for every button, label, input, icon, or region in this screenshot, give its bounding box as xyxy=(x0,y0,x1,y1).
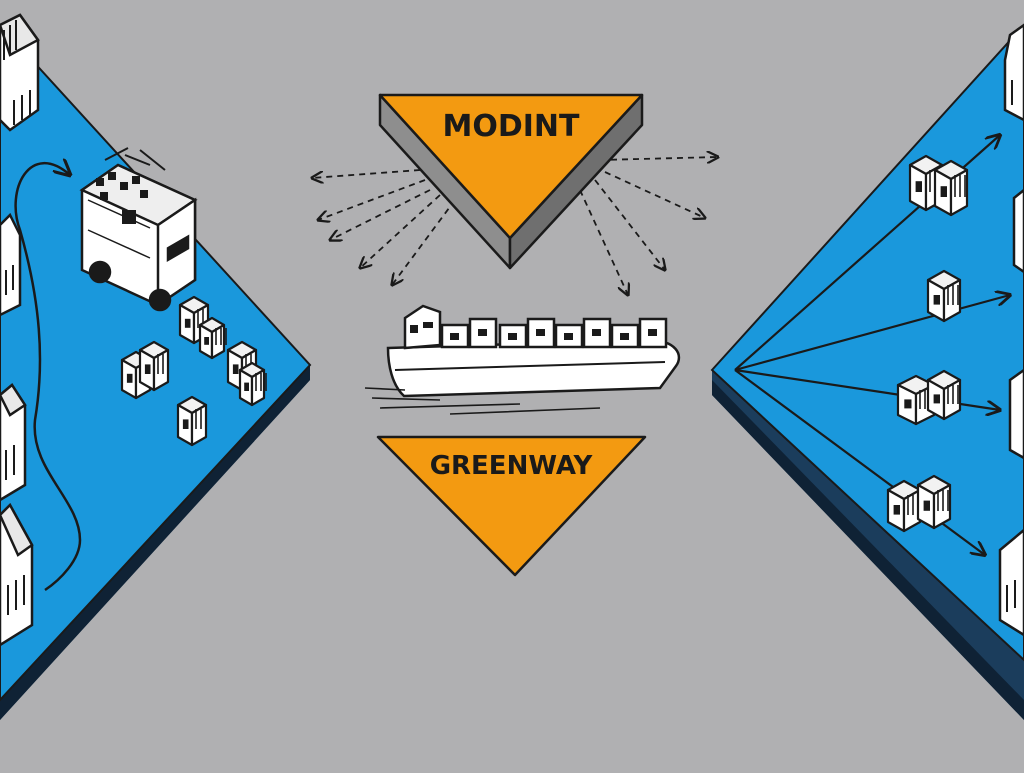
modint-label-block: MODINT xyxy=(378,93,644,270)
box-icon xyxy=(916,474,952,530)
shop-icon xyxy=(1012,188,1024,274)
box-icon xyxy=(926,369,962,421)
container-icon xyxy=(526,317,556,349)
box-icon xyxy=(896,374,936,426)
box-icon xyxy=(926,269,962,323)
box-icon xyxy=(198,316,227,360)
box-icon xyxy=(908,154,944,212)
shop-icon xyxy=(998,528,1024,637)
right-platform-top xyxy=(710,23,1024,662)
route-arrow xyxy=(14,163,82,592)
shop-icon xyxy=(1003,23,1024,122)
greenway-label: GREENWAY xyxy=(430,451,594,481)
truck-icon xyxy=(79,147,198,312)
box-icon xyxy=(178,295,210,345)
factory-icon xyxy=(0,13,40,132)
dashed-arrows xyxy=(312,157,718,295)
factory-icon xyxy=(0,383,27,502)
box-icon xyxy=(238,361,267,407)
greenway-label-block: GREENWAY xyxy=(376,435,647,577)
box-icon xyxy=(886,479,922,533)
shop-icon xyxy=(1008,368,1024,460)
ship-icon xyxy=(364,304,681,415)
modint-label: MODINT xyxy=(443,109,581,144)
factory-icon xyxy=(0,502,34,647)
factory-icon xyxy=(0,212,22,317)
box-icon xyxy=(176,395,208,447)
box-icon xyxy=(138,340,170,392)
box-icon xyxy=(933,159,969,217)
